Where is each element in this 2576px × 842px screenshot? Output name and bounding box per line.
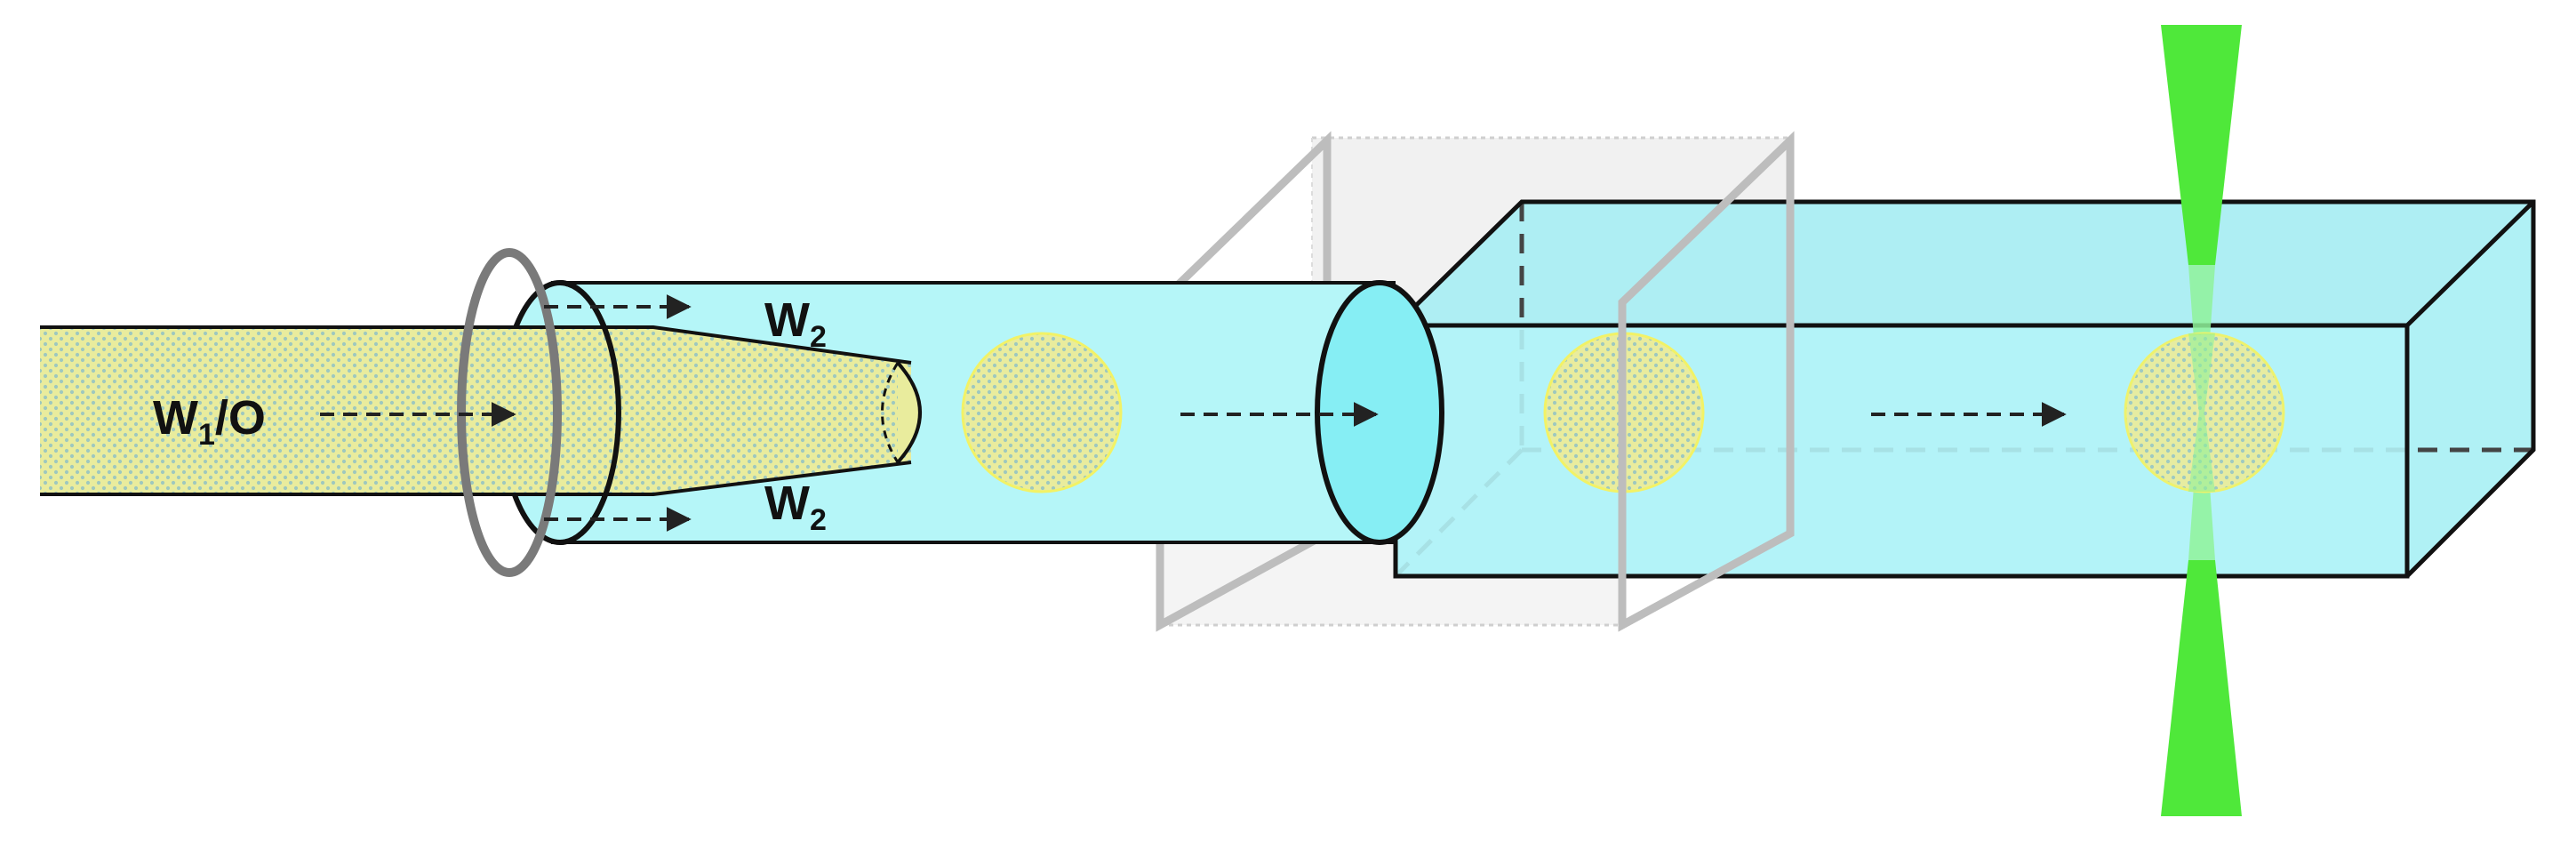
svg-text:W2: W2 <box>764 293 827 354</box>
inner-phase-label: W1/O <box>153 391 266 452</box>
inner-phase-suffix: /O <box>215 391 266 445</box>
droplet-1 <box>961 332 1123 493</box>
sheath-top-main: W <box>764 293 810 347</box>
sheath-bottom-label: W2 <box>764 477 827 537</box>
dashed-arrow-icon <box>320 294 2067 532</box>
inner-phase-sub: 1 <box>198 418 215 452</box>
svg-text:W1/O: W1/O <box>153 391 266 452</box>
inner-phase-main: W <box>153 391 198 445</box>
svg-text:W2: W2 <box>764 477 827 537</box>
sheath-bottom-sub: 2 <box>810 503 827 537</box>
sheath-top-label: W2 <box>764 293 827 354</box>
sheath-top-sub: 2 <box>810 320 827 354</box>
outer-capillary-entrance-front <box>559 280 621 545</box>
sheath-bottom-main: W <box>764 477 810 530</box>
droplet-3 <box>2124 332 2285 493</box>
capillary-outlet <box>1315 280 1444 545</box>
grey-frame-front-edges <box>1618 131 1795 632</box>
inner-capillary <box>40 325 922 496</box>
